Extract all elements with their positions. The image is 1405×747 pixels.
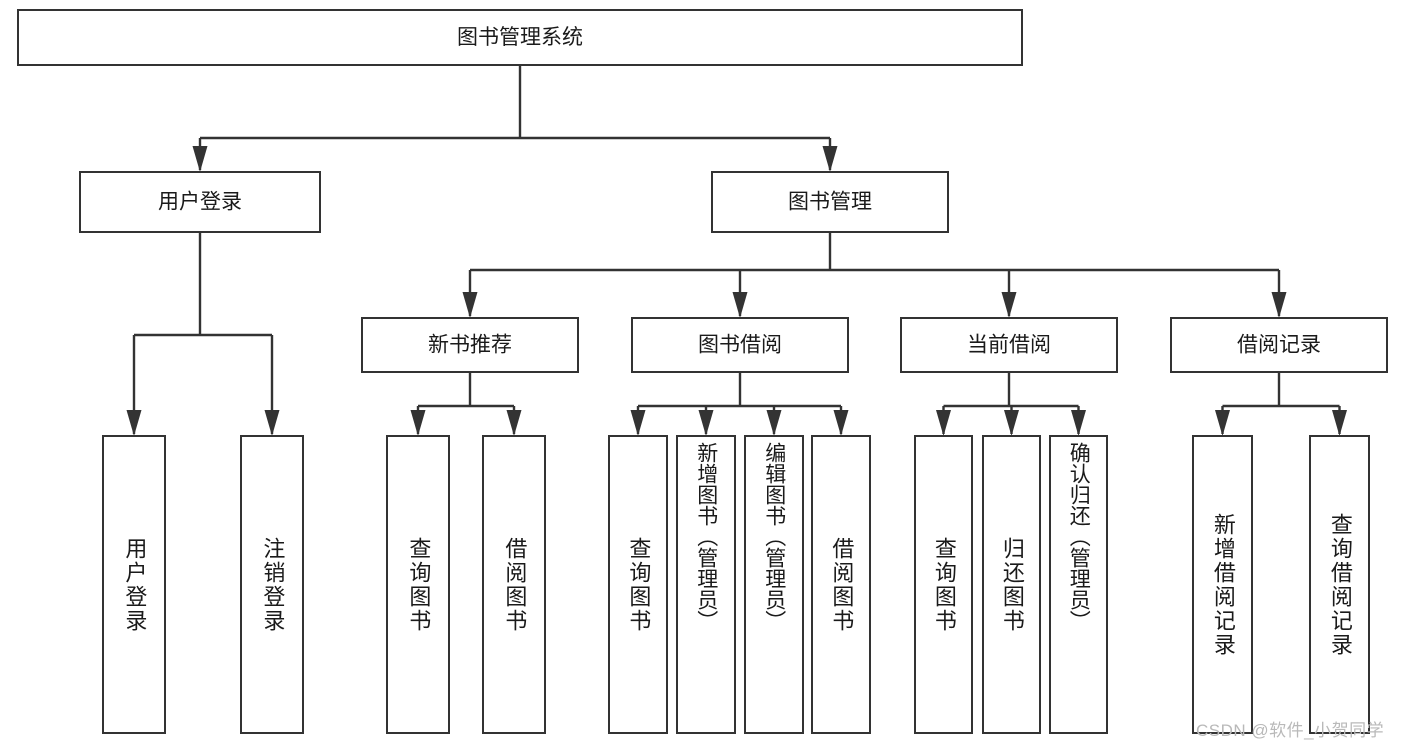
node-label-book-borrow: 图书借阅 <box>698 334 782 357</box>
connector-lines <box>126 65 1347 436</box>
node-label-book-manage: 图书管理 <box>788 191 872 214</box>
node-borrow-record[interactable] <box>1170 317 1388 373</box>
node-new-book-recommend[interactable] <box>361 317 579 373</box>
watermark-text: CSDN @软件_小贺同学 <box>1196 721 1385 740</box>
node-leaf-borrow-book-rec[interactable] <box>482 435 546 734</box>
node-undefined[interactable] <box>17 9 1023 66</box>
node-leaf-borrow-book-bb[interactable] <box>811 435 871 734</box>
node-book-borrow[interactable] <box>631 317 849 373</box>
node-leaf-query-book-rec[interactable] <box>386 435 450 734</box>
node-leaf-confirm-return[interactable] <box>1049 435 1108 734</box>
node-leaf-return-book[interactable] <box>982 435 1041 734</box>
node-current-borrow[interactable] <box>900 317 1118 373</box>
node-label-current-borrow: 当前借阅 <box>967 334 1051 357</box>
node-label-undefined: 图书管理系统 <box>457 26 583 49</box>
node-book-manage[interactable] <box>711 171 949 233</box>
node-label-new-book-recommend: 新书推荐 <box>428 334 512 357</box>
node-leaf-query-record[interactable] <box>1309 435 1370 734</box>
node-boxes <box>17 9 1388 734</box>
node-label-borrow-record: 借阅记录 <box>1237 334 1321 357</box>
node-leaf-query-book-bb[interactable] <box>608 435 668 734</box>
node-leaf-add-book[interactable] <box>676 435 736 734</box>
node-leaf-logout-login[interactable] <box>240 435 304 734</box>
node-leaf-user-login[interactable] <box>102 435 166 734</box>
node-user-login[interactable] <box>79 171 321 233</box>
node-leaf-add-record[interactable] <box>1192 435 1253 734</box>
node-leaf-query-book-cb[interactable] <box>914 435 973 734</box>
node-label-user-login: 用户登录 <box>158 191 242 214</box>
node-leaf-edit-book[interactable] <box>744 435 804 734</box>
